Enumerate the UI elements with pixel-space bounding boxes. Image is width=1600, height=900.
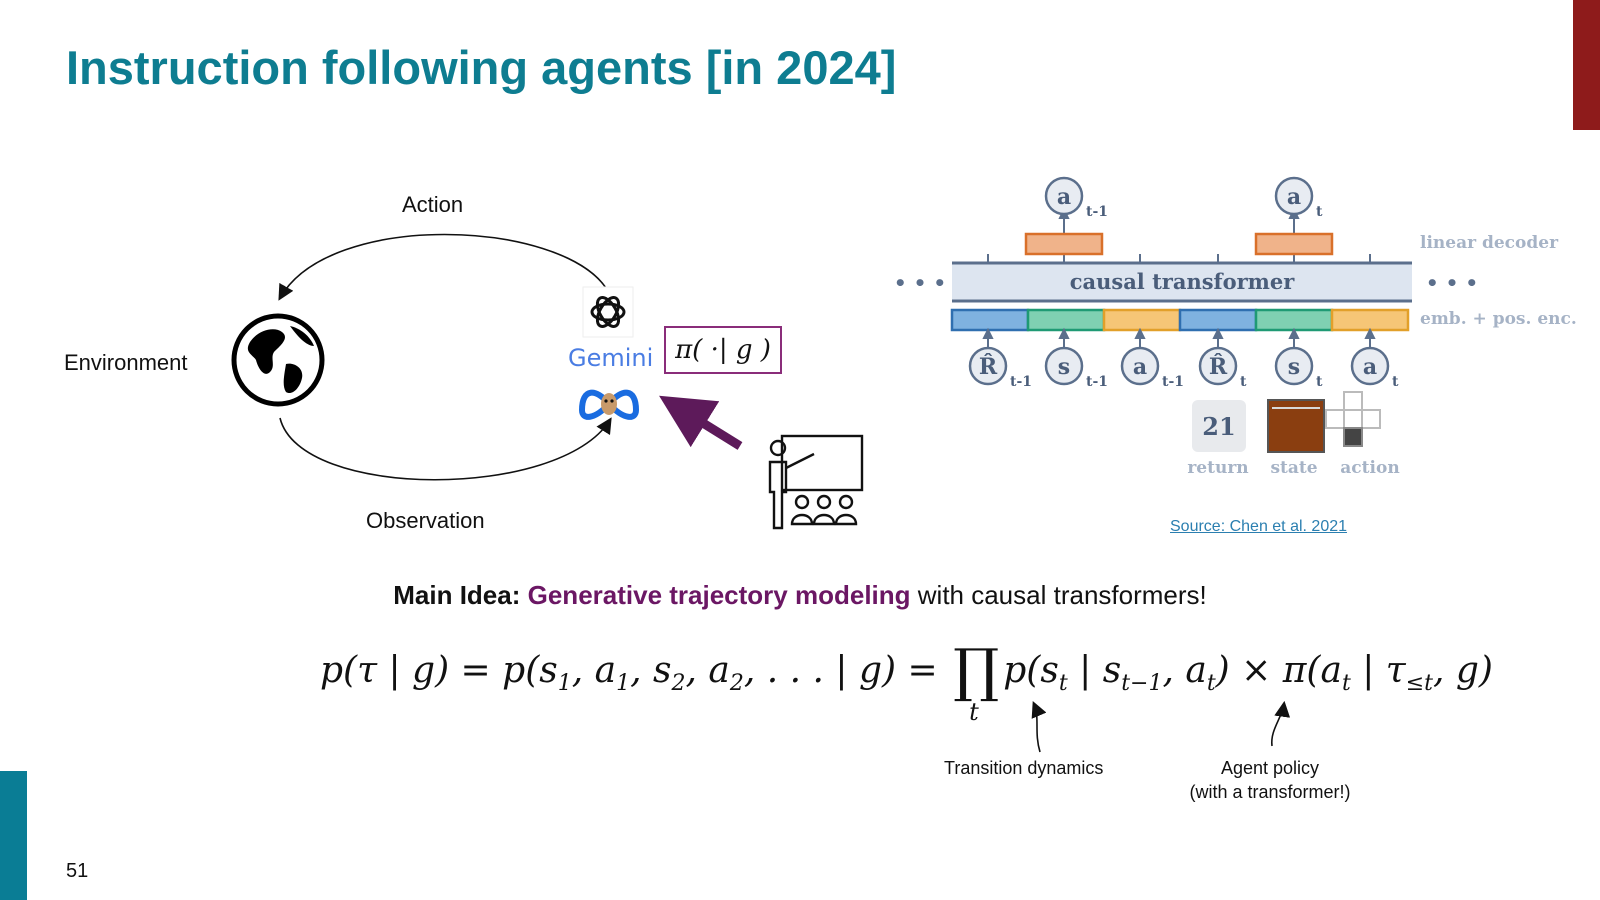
embedding-box [1254,308,1334,332]
action-label: action [1340,458,1399,478]
input-symbol: R̂ [979,354,998,380]
input-subscript: t [1392,374,1399,390]
input-subscript: t-1 [1086,374,1108,390]
input-node [1198,346,1238,386]
source-link[interactable]: Source: Chen et al. 2021 [1170,518,1348,535]
input-node [1044,346,1084,386]
output-symbol: a [1057,184,1071,210]
observation-arrow [279,417,612,481]
red-accent-bar [1573,0,1600,130]
transition-note-arrow [1031,701,1047,753]
trajectory-equation: p(τ | g) = p(s1, a1, s2, a2, . . . | g) … [320,636,1493,726]
transformer-label: causal transformer [1070,269,1296,294]
meta-llama-logo-icon [578,389,640,420]
slide-title: Instruction following agents [in 2024] [66,41,897,94]
action-arrow [278,233,607,301]
openai-logo-icon [582,286,634,338]
embedding-box [1026,308,1106,332]
policy-note-arrow [1271,700,1291,747]
input-subscript: t [1316,374,1323,390]
page-number: 51 [66,860,89,882]
action-label: Action [402,192,464,217]
output-subscript: t [1316,204,1323,220]
policy-note-line2: (with a transformer!) [1189,782,1351,802]
input-subscript: t-1 [1162,374,1184,390]
input-symbol: a [1133,354,1147,380]
main-idea-rest: with causal transformers! [917,580,1207,610]
output-subscript: t-1 [1086,204,1108,220]
return-thumbnail [1192,400,1246,452]
output-node [1044,176,1084,216]
decoder-box [1024,232,1104,256]
globe-icon [231,313,325,407]
gemini-logo-icon: Gemini [568,344,654,372]
output-symbol: a [1287,184,1301,210]
main-idea: Main Idea: Generative trajectory modelin… [0,580,1600,611]
decision-transformer-diagram: a t-1 a t causal transformer • • • • • •… [894,176,1577,478]
transformer-band [952,262,1412,302]
input-node [1120,346,1160,386]
policy-note-line1: Agent policy [1220,758,1320,778]
input-subscript: t [1240,374,1247,390]
return-value: 21 [1202,412,1235,441]
embedding-label: emb. + pos. enc. [1420,309,1577,329]
embedding-box [1178,308,1258,332]
environment-label: Environment [64,350,188,375]
main-idea-lead: Main Idea: [393,580,521,610]
teacher-icon [768,434,864,530]
return-label: return [1187,458,1248,478]
transition-note: Transition dynamics [944,758,1104,778]
input-symbol: a [1363,354,1377,380]
input-symbol: s [1288,354,1300,380]
product-symbol: ∏t [953,636,1000,726]
embedding-box [1102,308,1182,332]
decoder-box [1254,232,1334,256]
embedding-box [950,308,1030,332]
decoder-label: linear decoder [1420,233,1559,253]
teacher-arrow [659,395,743,450]
output-node [1274,176,1314,216]
state-label: state [1270,458,1317,478]
observation-label: Observation [366,508,485,533]
action-thumbnail [1325,391,1381,447]
policy-box: π( ·| g ) [664,326,782,374]
ellipsis-left: • • • [894,271,946,295]
input-node [968,346,1008,386]
input-node [1274,346,1314,386]
teal-accent-bar [0,771,27,900]
main-idea-highlight: Generative trajectory modeling [527,580,911,610]
embedding-box [1330,308,1410,332]
input-subscript: t-1 [1010,374,1032,390]
input-symbol: R̂ [1209,354,1228,380]
input-symbol: s [1058,354,1070,380]
ellipsis-right: • • • [1426,271,1478,295]
input-node [1350,346,1390,386]
